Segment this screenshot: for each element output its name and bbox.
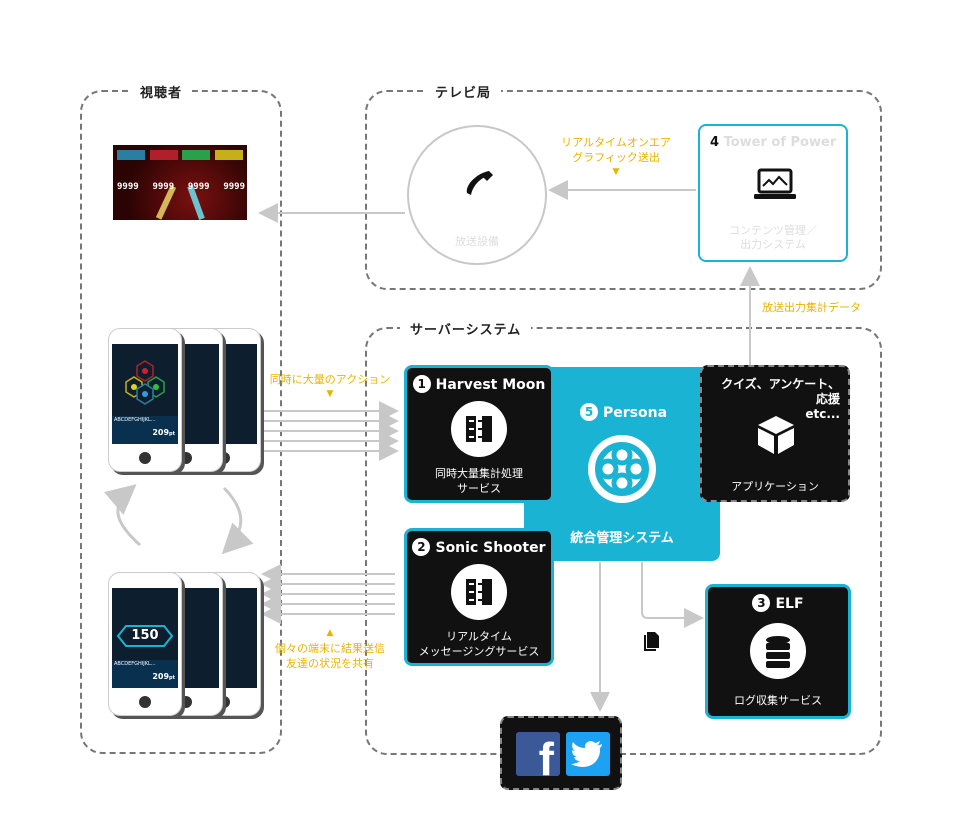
elf-subtitle: ログ収集サービス — [734, 694, 822, 707]
laptop-icon — [754, 168, 796, 199]
tower-number: 4 — [710, 135, 720, 150]
elf-title: ELF — [775, 596, 804, 612]
broadcast-equipment: 放送設備 — [407, 125, 547, 265]
cube-icon — [758, 416, 794, 454]
harvest-title: Harvest Moon — [435, 377, 546, 393]
sonic-subtitle: リアルタイム メッセージングサービス — [418, 630, 540, 658]
persona-subtitle: 統合管理システム — [570, 531, 674, 546]
phone-score: 209 — [152, 428, 170, 437]
facebook-icon: f — [516, 732, 560, 776]
sonic-number: 2 — [412, 538, 431, 556]
viewers-label: 視聴者 — [130, 82, 193, 101]
tower-title: Tower of Power — [723, 135, 837, 150]
applications-subtitle: アプリケーション — [731, 480, 819, 493]
satellite-icon — [466, 171, 493, 195]
phone-score-unit: pt — [169, 431, 175, 437]
up-triangle-icon: ▲ — [326, 628, 334, 638]
tv-score-4: 9999 — [223, 182, 245, 192]
tv-score-3: 9999 — [187, 182, 210, 192]
tv-score-1: 9999 — [117, 182, 139, 192]
down-triangle-icon: ▼ — [326, 389, 334, 399]
phone-score-unit: pt — [169, 675, 175, 681]
phone-4: 150 ABCDEFGHIJKL... 209pt — [108, 572, 182, 716]
applications-box: クイズ、アンケート、応援 etc... アプリケーション — [700, 365, 850, 502]
messaging-icon — [451, 564, 507, 620]
tower-subtitle: コンテンツ管理／ 出力システム — [729, 224, 817, 251]
applications-title: クイズ、アンケート、応援 etc... — [721, 377, 840, 421]
phone-big-number: 150 — [131, 628, 159, 643]
server-system-group — [365, 327, 882, 755]
bulk-action-label: 同時に大量のアクション ▼ — [262, 372, 398, 402]
persona-icon — [588, 435, 656, 503]
twitter-icon — [566, 732, 610, 776]
elf-number: 3 — [752, 594, 771, 612]
tv-screen-thumbnail: 9999 9999 9999 9999 — [113, 145, 247, 220]
sonic-title: Sonic Shooter — [435, 540, 546, 556]
phone-1: ABCDEFGHIJKL... 209pt — [108, 328, 182, 472]
document-icon — [644, 632, 659, 651]
aggregate-icon — [451, 401, 507, 457]
harvest-number: 1 — [412, 375, 431, 393]
server-system-label: サーバーシステム — [400, 319, 532, 338]
persona-box: 5 Persona 統合管理システム — [524, 367, 720, 561]
broadcast-equipment-label: 放送設備 — [455, 235, 499, 248]
tv-station-label: テレビ局 — [425, 82, 502, 101]
tv-station-group — [365, 90, 882, 290]
realtime-onair-label: リアルタイムオンエア グラフィック送出 ▼ — [546, 135, 686, 180]
phone-score: 209 — [152, 672, 170, 681]
social-share-box: f — [500, 716, 622, 790]
broadcast-data-label: 放送出力集計データ — [762, 301, 861, 314]
down-triangle-icon: ▼ — [612, 167, 620, 177]
tower-of-power-box: 4 Tower of Power コンテンツ管理／ 出力システム — [698, 124, 848, 262]
share-status-label: ▲ 個々の端末に結果送信 友達の状況を共有 — [262, 626, 398, 671]
persona-number: 5 — [580, 403, 598, 421]
tv-score-2: 9999 — [152, 182, 175, 192]
persona-title: Persona — [603, 405, 668, 421]
phone-player-name: ABCDEFGHIJKL... — [114, 661, 156, 667]
phone-player-name: ABCDEFGHIJKL... — [114, 417, 156, 423]
database-icon — [750, 623, 806, 679]
harvest-subtitle: 同時大量集計処理 サービス — [435, 467, 523, 495]
